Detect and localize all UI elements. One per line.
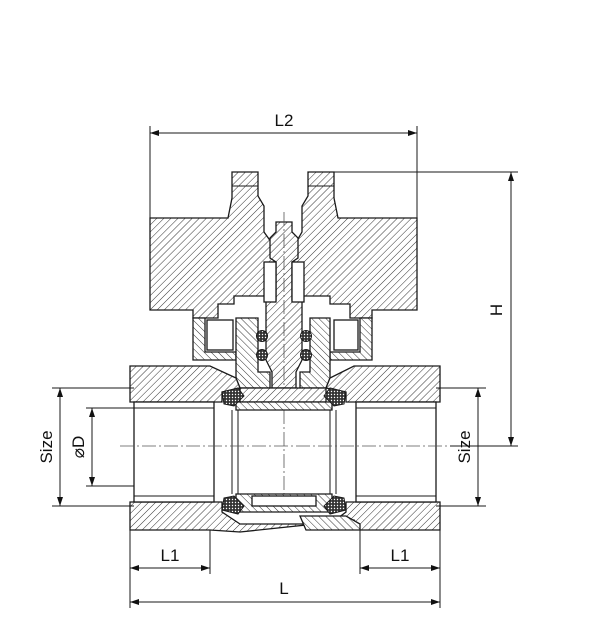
dim-label-l2: L2 (275, 111, 294, 130)
dim-label-l1-right: L1 (391, 546, 410, 565)
o-rings (256, 330, 312, 361)
dim-label-h: H (487, 304, 506, 316)
dimension-lines (52, 126, 518, 608)
dim-label-l: L (279, 579, 288, 598)
valve-body (129, 365, 441, 533)
ball (231, 401, 337, 513)
dim-label-size-right: Size (455, 430, 474, 463)
dim-label-l1-left: L1 (161, 546, 180, 565)
handle (149, 171, 418, 361)
seats (221, 387, 347, 515)
dim-label-diameter: ⌀D (69, 436, 88, 459)
dim-label-size-left: Size (37, 430, 56, 463)
stem (263, 212, 305, 500)
